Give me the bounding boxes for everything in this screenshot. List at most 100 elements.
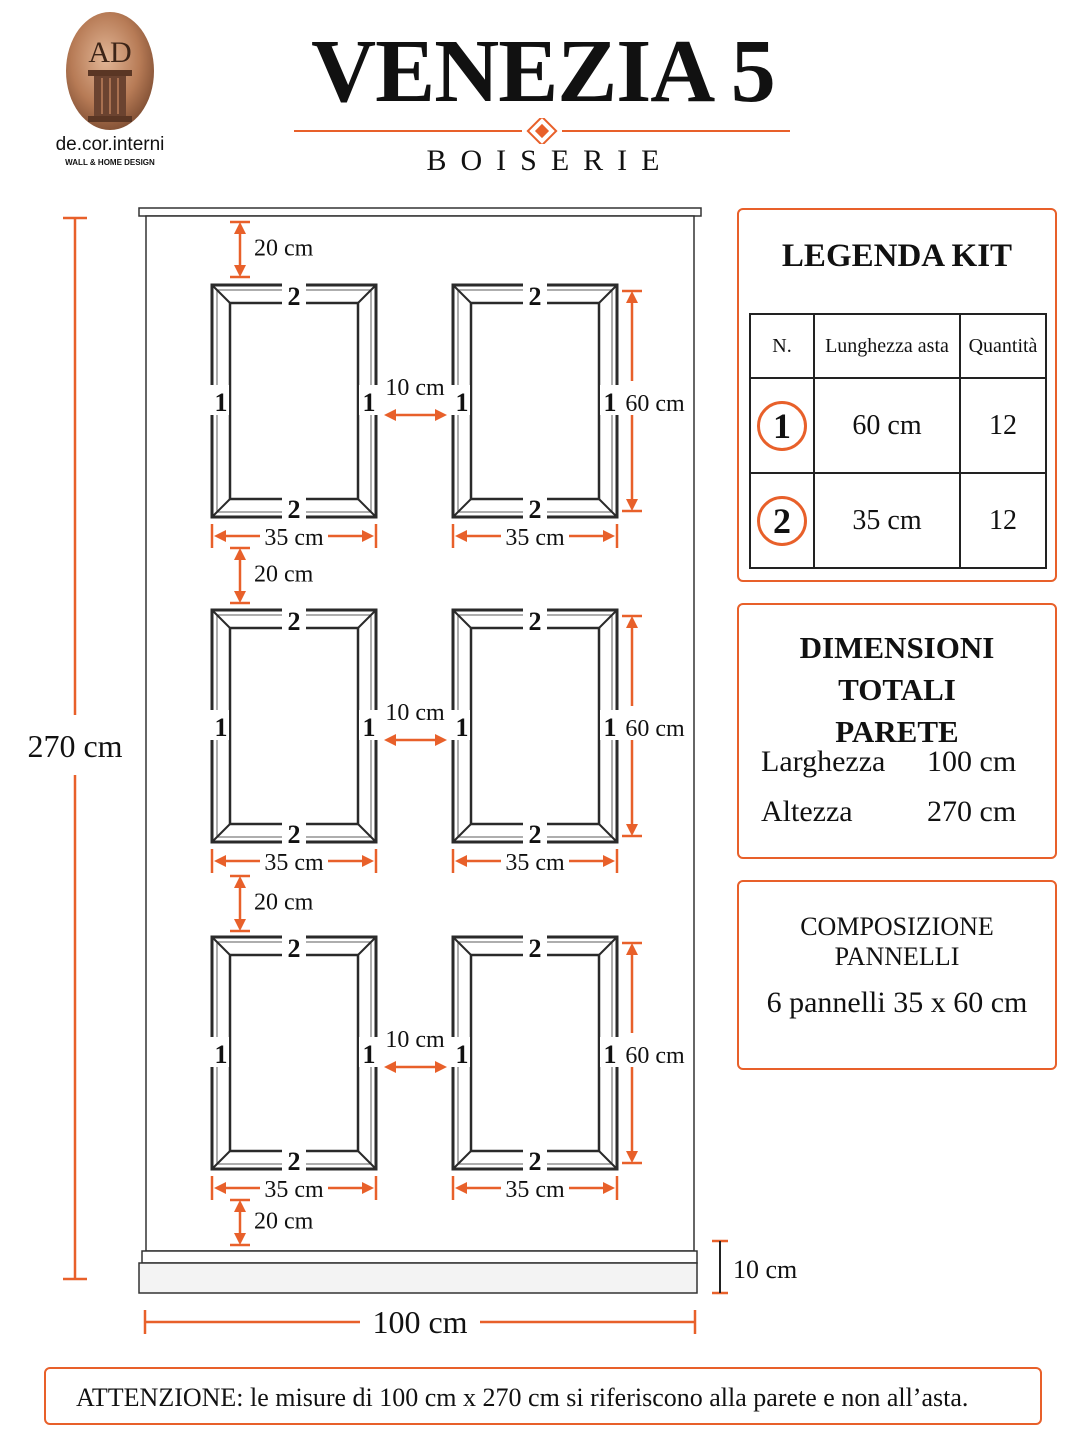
vertical-gap-arrow-head-top <box>234 876 246 888</box>
rod-number-bottom: 2 <box>529 1147 542 1176</box>
rod-number-bottom: 2 <box>288 1147 301 1176</box>
width-value: 100 cm <box>927 745 1017 778</box>
column-gap-arrow-head-left <box>384 734 396 746</box>
width-dim-arrow-head-right <box>603 530 615 542</box>
panel-miter-joint <box>211 823 231 843</box>
column-gap-arrow-head-right <box>435 1061 447 1073</box>
rod-label-bg <box>282 495 306 519</box>
panel-miter-joint <box>211 1150 231 1170</box>
rod-label-bg <box>523 495 547 519</box>
rod-number-left: 1 <box>215 388 228 417</box>
rod-label-bg <box>523 607 547 631</box>
rod-number-left: 1 <box>456 713 469 742</box>
panel-height-label: 60 cm <box>625 391 685 417</box>
rod-number-top: 2 <box>529 607 542 636</box>
legend-header-length: Lunghezza asta <box>813 313 961 379</box>
width-dim-arrow-head-right <box>603 855 615 867</box>
rod-number-left: 1 <box>456 1040 469 1069</box>
panel-inner-frame <box>228 626 360 826</box>
rod-label-bg <box>282 934 306 958</box>
vertical-gap-arrow-head-top <box>234 1200 246 1212</box>
width-dim-arrow-head-left <box>214 855 226 867</box>
rod-number-bottom: 2 <box>529 820 542 849</box>
rod-quantity: 12 <box>959 377 1047 474</box>
moulding-panel <box>209 282 379 519</box>
height-dim-arrow-head-bottom <box>626 824 638 836</box>
title-ornament <box>294 118 790 144</box>
rod-label-bg <box>359 1037 379 1067</box>
wall-height-label: 270 cm <box>27 728 122 764</box>
vertical-gap-label: 20 cm <box>254 1209 314 1235</box>
skirting-board <box>138 1262 698 1294</box>
column-gap-arrow-head-left <box>384 409 396 421</box>
panel-miter-joint <box>357 498 377 518</box>
panel-inner-frame <box>469 953 601 1153</box>
legend-header-qty: Quantità <box>959 313 1047 379</box>
panel-miter-joint <box>452 609 472 629</box>
table-row: 1 60 cm 12 <box>749 377 1047 474</box>
panel-miter-joint <box>452 823 472 843</box>
panel-miter-joint <box>211 609 231 629</box>
width-dim-arrow-head-left <box>455 1182 467 1194</box>
column-gap-label: 10 cm <box>385 1027 445 1053</box>
logo-monogram: AD <box>88 36 131 69</box>
rod-number-badge: 1 <box>757 400 807 451</box>
panel-inner-frame <box>469 626 601 826</box>
vertical-gap-arrow-head-top <box>234 548 246 560</box>
vertical-gap-arrow-head-bottom <box>234 591 246 603</box>
table-row: 2 35 cm 12 <box>749 472 1047 569</box>
rod-label-bg <box>282 607 306 631</box>
skirting-top <box>141 1250 698 1264</box>
column-capital <box>88 70 132 76</box>
panel-miter-joint <box>211 284 231 304</box>
brand-logo: AD <box>66 12 154 130</box>
dim-label-bg <box>501 522 569 550</box>
legend-header-row: N. Lunghezza asta Quantità <box>749 313 1047 379</box>
rod-label-bg <box>282 1147 306 1171</box>
panel-miter-joint <box>357 609 377 629</box>
wall-width-label: 100 cm <box>372 1304 467 1340</box>
rod-label-bg <box>450 710 470 740</box>
legend-table: N. Lunghezza asta Quantità 1 60 cm 12 2 … <box>749 313 1047 569</box>
rod-length: 60 cm <box>813 377 961 474</box>
legend-title: LEGENDA KIT <box>781 238 1013 274</box>
width-dim-arrow-head-right <box>362 530 374 542</box>
rod-label-bg <box>209 710 229 740</box>
page-title: VENEZIA 5 <box>311 22 776 121</box>
rod-number-top: 2 <box>288 934 301 963</box>
rod-label-bg <box>450 1037 470 1067</box>
height-dim-arrow-head-top <box>626 616 638 628</box>
moulding-panel <box>450 607 620 844</box>
width-dim-arrow-head-left <box>214 530 226 542</box>
total-dimensions-box: DIMENSIONI TOTALI PARETE Larghezza 100 c… <box>737 603 1057 859</box>
rod-quantity: 12 <box>959 472 1047 569</box>
rod-label-bg <box>209 1037 229 1067</box>
width-dim-arrow-head-right <box>362 855 374 867</box>
dimensions-title-line2: PARETE <box>835 714 959 749</box>
rod-label-bg <box>523 934 547 958</box>
column-gap-label: 10 cm <box>385 700 445 726</box>
vertical-gap-arrow-head-bottom <box>234 265 246 277</box>
dim-label-bg <box>260 847 328 875</box>
panel-miter-joint <box>452 284 472 304</box>
rod-label-bg <box>523 1147 547 1171</box>
panel-miter-joint <box>452 936 472 956</box>
rod-number-bottom: 2 <box>288 495 301 524</box>
height-label: Altezza <box>761 795 853 828</box>
rod-label-bg <box>359 385 379 415</box>
rod-number-left: 1 <box>215 713 228 742</box>
rod-number-right: 1 <box>604 388 617 417</box>
legend-kit-box: LEGENDA KIT N. Lunghezza asta Quantità 1… <box>737 208 1057 582</box>
panel-miter-joint <box>357 823 377 843</box>
width-label: Larghezza <box>761 745 886 778</box>
height-dim-arrow-head-top <box>626 943 638 955</box>
rod-label-bg <box>523 282 547 306</box>
dim-label-bg <box>501 1174 569 1202</box>
vertical-gap-label: 20 cm <box>254 236 314 262</box>
rod-number-right: 1 <box>363 713 376 742</box>
composition-title: COMPOSIZIONE PANNELLI <box>800 912 994 971</box>
vertical-gap-label: 20 cm <box>254 890 314 916</box>
rod-label-bg <box>282 820 306 844</box>
panel-inner-frame <box>228 953 360 1153</box>
